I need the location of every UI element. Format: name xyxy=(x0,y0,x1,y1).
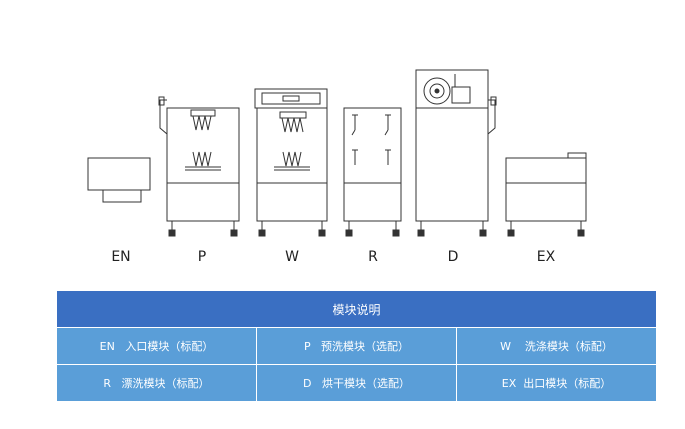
machine-diagram xyxy=(87,69,587,237)
table-cell: P 预洗模块（选配） xyxy=(257,328,457,364)
table-row: EN 入口模块（标配） P 预洗模块（选配） W 洗涤模块（标配） xyxy=(57,327,656,364)
module-w-drawing xyxy=(254,88,328,237)
module-ex-drawing xyxy=(505,152,587,237)
module-label-p: P xyxy=(197,249,207,265)
table-cell: D 烘干模块（选配） xyxy=(257,365,457,401)
module-label-d: D xyxy=(447,249,459,265)
module-p-drawing xyxy=(158,96,240,237)
table-cell: R 漂洗模块（标配） xyxy=(57,365,257,401)
table-row: R 漂洗模块（标配） D 烘干模块（选配） EX 出口模块（标配） xyxy=(57,364,656,401)
module-label-r: R xyxy=(368,249,378,265)
module-label-w: W xyxy=(285,249,299,265)
module-label-en: EN xyxy=(111,249,131,265)
module-en-drawing xyxy=(87,157,151,203)
table-cell: EX 出口模块（标配） xyxy=(457,365,656,401)
module-d-drawing xyxy=(415,69,497,237)
module-label-ex: EX xyxy=(536,249,556,265)
table-cell: W 洗涤模块（标配） xyxy=(457,328,656,364)
table-cell: EN 入口模块（标配） xyxy=(57,328,257,364)
module-r-drawing xyxy=(343,107,402,237)
table-title: 模块说明 xyxy=(57,291,656,327)
module-description-table: 模块说明 EN 入口模块（标配） P 预洗模块（选配） W 洗涤模块（标配） R… xyxy=(57,291,656,401)
